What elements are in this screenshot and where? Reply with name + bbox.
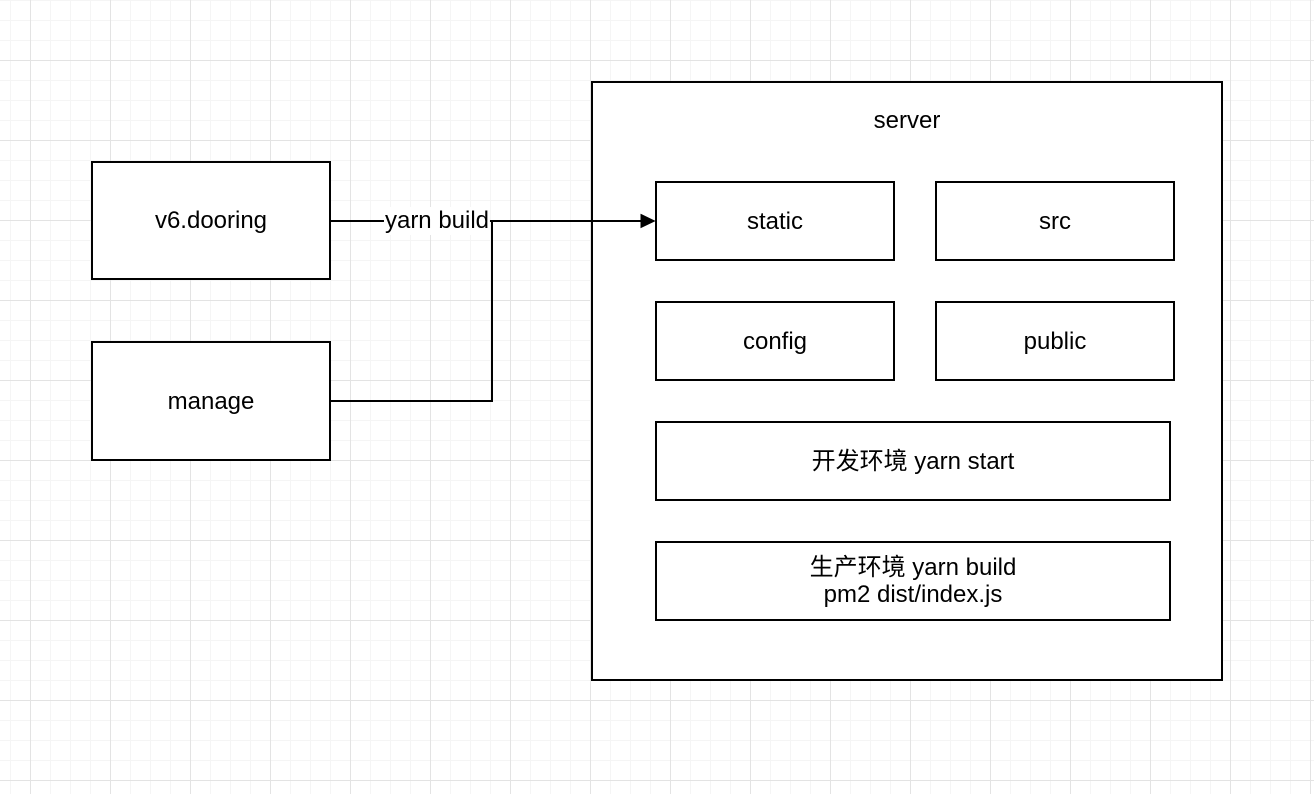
- node-label: v6.dooring: [154, 207, 268, 234]
- node-manage: manage: [91, 341, 331, 461]
- node-src: src: [935, 181, 1175, 261]
- node-server: server static src config public 开发环境 yar…: [591, 81, 1223, 681]
- node-label: static: [746, 207, 803, 235]
- node-label: 开发环境 yarn start: [811, 447, 1015, 475]
- node-label: public: [1023, 327, 1087, 355]
- node-prod-env: 生产环境 yarn build pm2 dist/index.js: [655, 541, 1171, 621]
- node-dev-env: 开发环境 yarn start: [655, 421, 1171, 501]
- node-label: config: [742, 327, 808, 355]
- node-public: public: [935, 301, 1175, 381]
- node-label: src: [1039, 207, 1071, 235]
- node-static: static: [655, 181, 895, 261]
- node-label-line2: pm2 dist/index.js: [823, 581, 1003, 608]
- node-v6dooring: v6.dooring: [91, 161, 331, 280]
- edge-label-yarn-build: yarn build: [383, 207, 491, 235]
- server-frame-label: server: [873, 107, 941, 134]
- edge-manage-connector: [331, 221, 493, 402]
- node-label: manage: [167, 387, 255, 415]
- node-label-line1: 生产环境 yarn build: [809, 554, 1017, 581]
- node-config: config: [655, 301, 895, 381]
